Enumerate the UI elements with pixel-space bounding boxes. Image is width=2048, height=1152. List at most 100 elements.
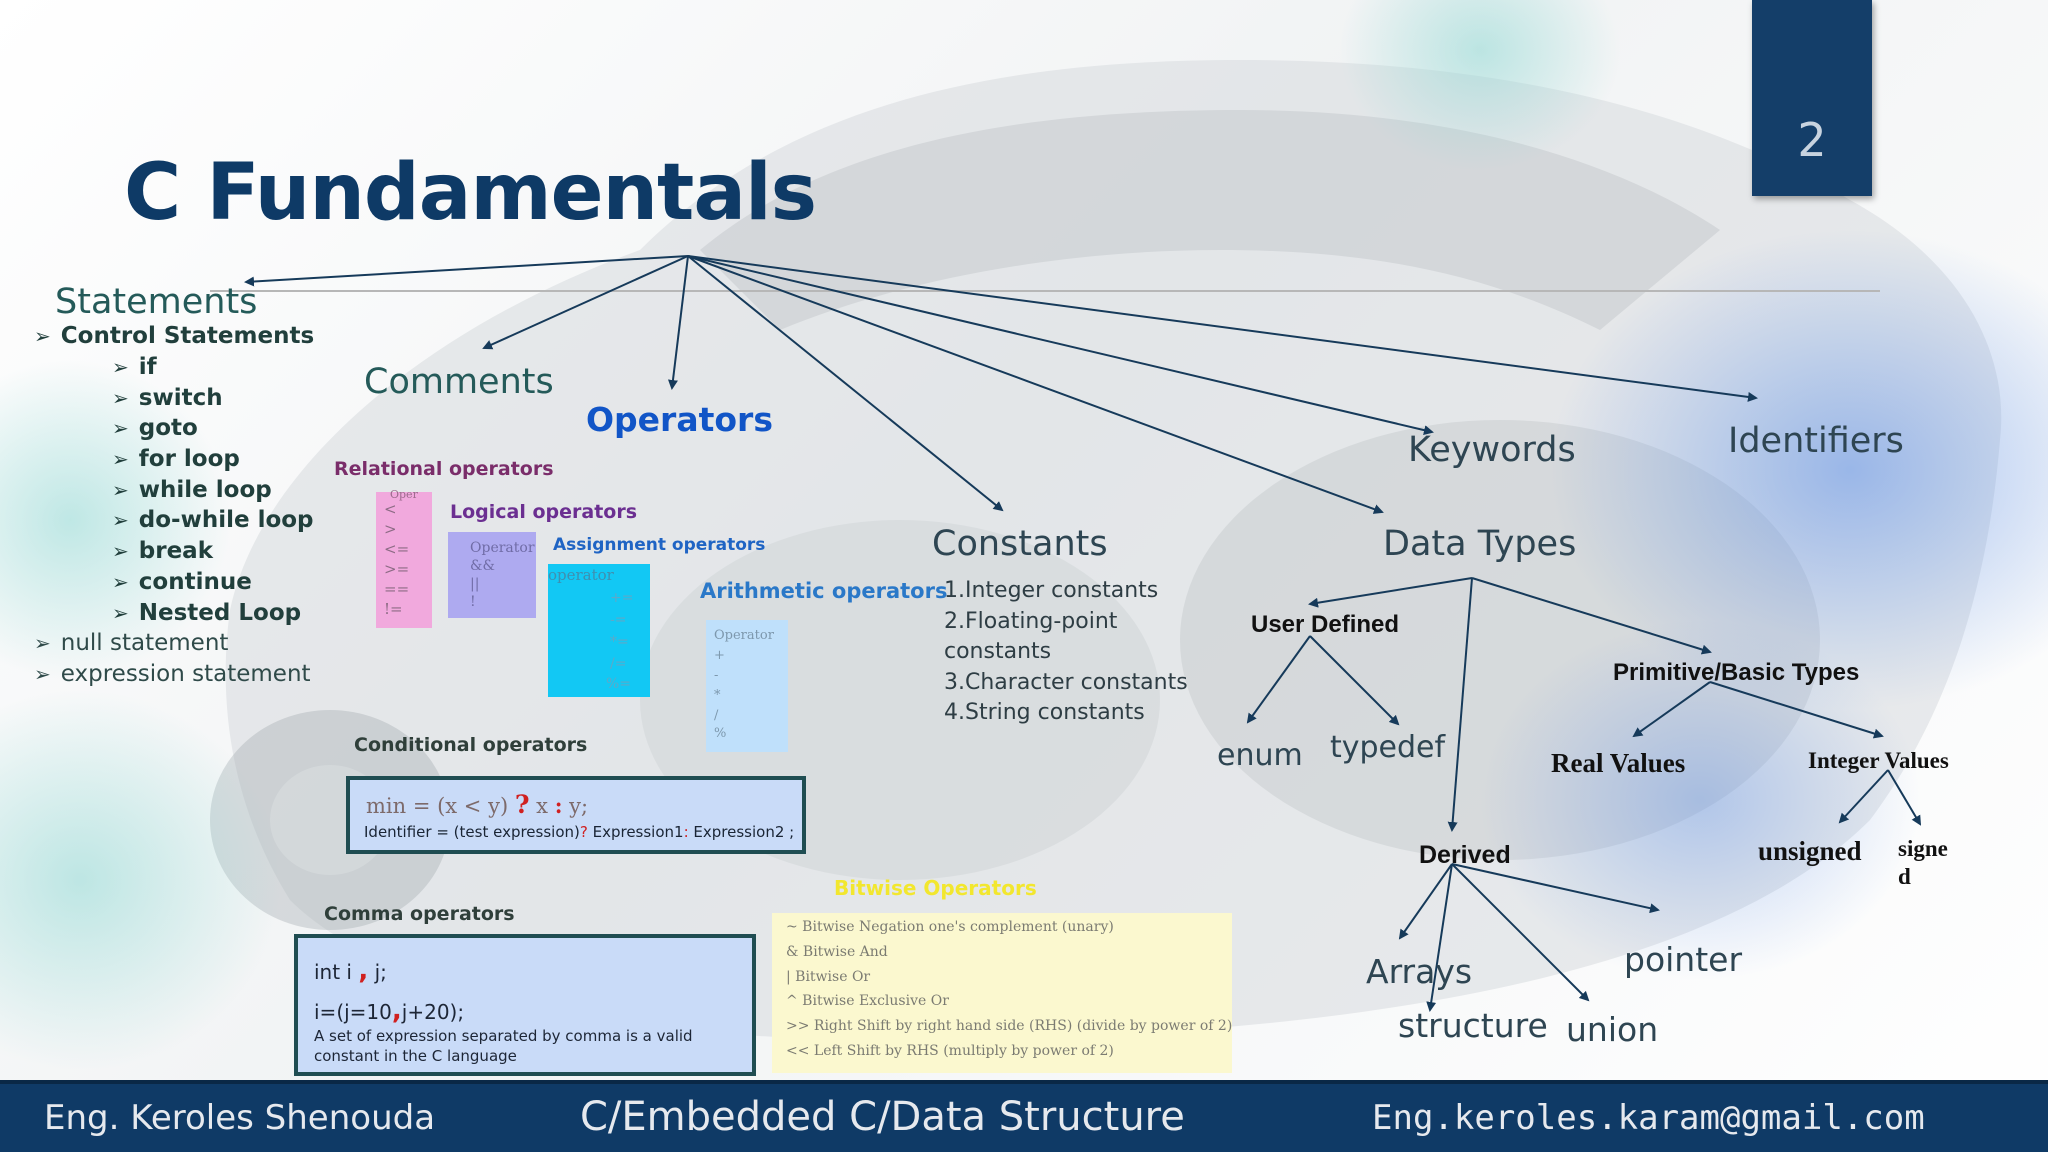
bitwise-operators-title: Bitwise Operators bbox=[834, 876, 1037, 900]
conditional-syntax: Identifier = (test expression)? Expressi… bbox=[364, 823, 795, 841]
bitwise-op: & Bitwise And bbox=[786, 944, 888, 960]
logical-operators-title: Logical operators bbox=[450, 501, 638, 523]
arrow-bullet-icon: ➢ bbox=[112, 508, 129, 532]
arithmetic-header: Operator bbox=[714, 628, 774, 643]
conditional-example: min = (x < y) ? x : y; bbox=[366, 790, 589, 819]
arrow-to-real-values bbox=[1632, 681, 1711, 738]
relational-op: < bbox=[384, 500, 397, 518]
arrow-to-arrays bbox=[1398, 863, 1453, 940]
derived-node: Derived bbox=[1419, 841, 1511, 869]
constants-heading: Constants bbox=[932, 524, 1108, 564]
arrow-to-user-defined bbox=[1308, 577, 1473, 608]
signed-node-part2: d bbox=[1898, 864, 1911, 889]
logical-op: && bbox=[470, 558, 495, 574]
arrow-bullet-icon: ➢ bbox=[112, 539, 129, 563]
relational-operators-box: Oper < > <= >= == != bbox=[376, 488, 432, 628]
enum-node: enum bbox=[1217, 738, 1303, 773]
assignment-op: *= bbox=[610, 634, 629, 650]
footer-email: Eng.keroles.karam@gmail.com bbox=[1372, 1098, 1925, 1138]
slide-title: C Fundamentals bbox=[124, 148, 817, 238]
arrow-bullet-icon: ➢ bbox=[112, 355, 129, 379]
comma-operator-box: int i , j; i=(j=10,j+20); A set of expre… bbox=[294, 934, 756, 1076]
assignment-op: += bbox=[610, 590, 634, 606]
arrow-to-constants bbox=[687, 255, 1004, 512]
arrow-to-enum bbox=[1246, 635, 1311, 724]
statement-item: ➢do-while loop bbox=[112, 507, 314, 533]
logical-operators-box: Operator && || ! bbox=[448, 532, 536, 618]
arrow-bullet-icon: ➢ bbox=[112, 478, 129, 502]
constant-item: 1.Integer constants bbox=[944, 578, 1159, 603]
bitwise-operators-box: ~ Bitwise Negation one's complement (una… bbox=[772, 913, 1232, 1073]
constant-item: 4.String constants bbox=[944, 700, 1145, 725]
arithmetic-operators-box: Operator + - * / % bbox=[706, 620, 788, 752]
constant-item: 2.Floating-point constants bbox=[944, 608, 1118, 665]
bitwise-op: | Bitwise Or bbox=[786, 969, 871, 985]
arrow-to-keywords bbox=[687, 255, 1434, 436]
arithmetic-op: + bbox=[714, 648, 725, 663]
logical-op: ! bbox=[470, 594, 476, 610]
arithmetic-op: % bbox=[714, 726, 727, 741]
arithmetic-operators-title: Arithmetic operators bbox=[700, 579, 948, 603]
arrow-to-structure bbox=[1426, 863, 1453, 1012]
unsigned-node: unsigned bbox=[1758, 836, 1862, 866]
operators-heading: Operators bbox=[586, 400, 773, 439]
statement-item: ➢expression statement bbox=[34, 661, 311, 687]
comma-operators-title: Comma operators bbox=[324, 903, 515, 925]
logical-op: || bbox=[470, 576, 480, 592]
arrow-to-pointer bbox=[1451, 863, 1660, 914]
comments-node: Comments bbox=[364, 362, 554, 402]
primitive-types-node: Primitive/Basic Types bbox=[1613, 659, 1860, 686]
arrow-to-comments bbox=[482, 255, 689, 350]
arrow-to-identifiers bbox=[687, 255, 1758, 402]
constant-item: 3.Character constants bbox=[944, 669, 1188, 695]
assignment-op: /= bbox=[610, 656, 627, 672]
relational-op: >= bbox=[384, 560, 410, 578]
comma-example-2: i=(j=10,j+20); bbox=[314, 996, 465, 1026]
data-types-heading: Data Types bbox=[1383, 524, 1577, 564]
footer-author: Eng. Keroles Shenouda bbox=[44, 1098, 436, 1138]
structure-node: structure bbox=[1398, 1006, 1548, 1045]
assignment-op: -= bbox=[610, 612, 627, 628]
relational-header: Oper bbox=[390, 488, 418, 501]
statement-item: ➢continue bbox=[112, 569, 252, 595]
conditional-operator-box: min = (x < y) ? x : y; Identifier = (tes… bbox=[346, 776, 806, 854]
assignment-op: %= bbox=[606, 676, 632, 692]
arrow-bullet-icon: ➢ bbox=[112, 570, 129, 594]
arrow-bullet-icon: ➢ bbox=[112, 416, 129, 440]
arrays-node: Arrays bbox=[1366, 952, 1473, 991]
identifiers-node: Identifiers bbox=[1728, 421, 1904, 461]
union-node: union bbox=[1566, 1010, 1659, 1049]
arrow-to-typedef bbox=[1309, 635, 1400, 726]
constants-list: 1.Integer constants 2.Floating-point con… bbox=[944, 576, 1244, 729]
integer-values-node: Integer Values bbox=[1808, 748, 1949, 773]
user-defined-node: User Defined bbox=[1251, 611, 1400, 638]
footer-course: C/Embedded C/Data Structure bbox=[580, 1094, 1185, 1140]
arrow-to-signed bbox=[1887, 769, 1922, 826]
relational-op: == bbox=[384, 580, 410, 598]
arrow-bullet-icon: ➢ bbox=[34, 662, 51, 686]
arrow-to-integer-values bbox=[1709, 681, 1884, 739]
statement-item: ➢while loop bbox=[112, 477, 272, 503]
conditional-operators-title: Conditional operators bbox=[354, 734, 588, 756]
slide-number-badge: 2 bbox=[1752, 0, 1872, 196]
typedef-node: typedef bbox=[1330, 730, 1446, 765]
comma-example-1: int i , j; bbox=[314, 956, 387, 986]
arrow-to-statements bbox=[244, 255, 689, 287]
assignment-operators-title: Assignment operators bbox=[553, 535, 766, 555]
bitwise-op: >> Right Shift by right hand side (RHS) … bbox=[786, 1018, 1233, 1034]
bitwise-op: ~ Bitwise Negation one's complement (una… bbox=[786, 919, 1114, 935]
statement-item: ➢if bbox=[112, 354, 157, 380]
arrow-bullet-icon: ➢ bbox=[112, 601, 129, 625]
arrow-to-data-types bbox=[687, 255, 1384, 514]
statement-item: ➢Nested Loop bbox=[112, 600, 302, 626]
relational-op: != bbox=[384, 600, 403, 618]
arrow-bullet-icon: ➢ bbox=[34, 324, 51, 348]
arithmetic-op: - bbox=[714, 668, 719, 683]
statement-item: ➢switch bbox=[112, 385, 223, 411]
arrow-to-union bbox=[1451, 863, 1590, 1002]
footer-bar: Eng. Keroles Shenouda C/Embedded C/Data … bbox=[0, 1080, 2048, 1152]
signed-node-part1: signe bbox=[1898, 836, 1948, 861]
assignment-operators-box: operator += -= *= /= %= bbox=[548, 564, 650, 697]
